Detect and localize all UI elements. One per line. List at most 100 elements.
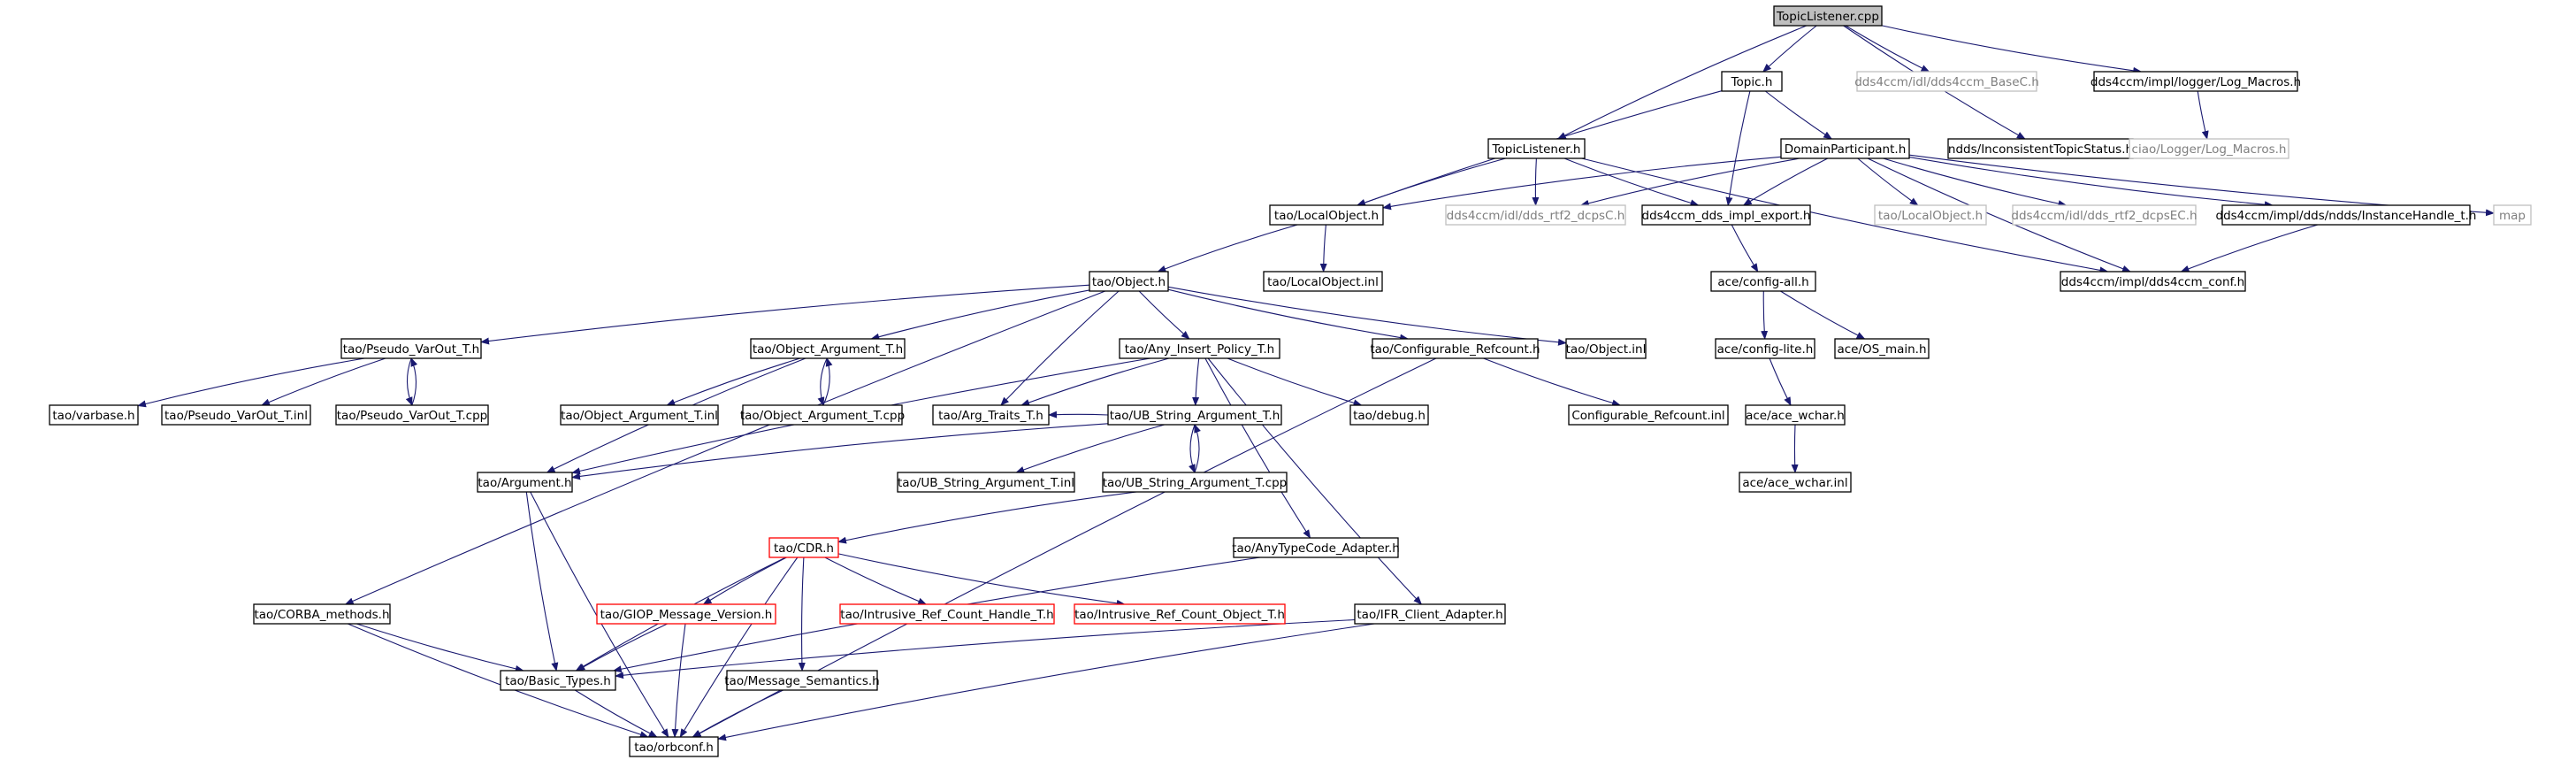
- edge-pseudo_varout_t_cpp-to-pseudo_varout_t_h: [410, 357, 418, 406]
- edge-tao_object_h-to-any_insert_policy_t_h: [1138, 290, 1190, 340]
- edge-domainparticipant_h-to-map: [1908, 154, 2495, 217]
- node-label: tao/Argument.h: [478, 476, 571, 490]
- node-label: tao/varbase.h: [52, 409, 134, 423]
- node-label: tao/Intrusive_Ref_Count_Handle_T.h: [840, 608, 1053, 622]
- node-intrusive-handle-t-h[interactable]: tao/Intrusive_Ref_Count_Handle_T.h: [839, 603, 1055, 625]
- node-label: dds4ccm/impl/dds4ccm_conf.h: [2061, 275, 2244, 289]
- node-label: tao/Object_Argument_T.cpp: [740, 409, 905, 423]
- node-object-argument-t-h[interactable]: tao/Object_Argument_T.h: [750, 338, 906, 359]
- edge-tao_localobject_h-to-tao_localobject_inl: [1319, 224, 1327, 273]
- node-box: [1856, 71, 2037, 92]
- node-object-argument-t-cpp[interactable]: tao/Object_Argument_T.cpp: [740, 404, 905, 426]
- node-box: [1780, 138, 1910, 159]
- node-any-insert-policy-t-h[interactable]: tao/Any_Insert_Policy_T.h: [1119, 338, 1280, 359]
- node-topic-h[interactable]: Topic.h: [1721, 71, 1783, 92]
- node-label: tao/Pseudo_VarOut_T.inl: [164, 409, 308, 423]
- node-inconsistent-h[interactable]: ndds/InconsistentTopicStatus.h: [1947, 138, 2134, 159]
- edge-pseudo_varout_t_h-to-varbase_h: [137, 357, 365, 408]
- edge-topiclistener_h-to-rtf2_dcpsc_h: [1532, 157, 1540, 206]
- node-label: Topic.h: [1731, 75, 1773, 89]
- node-debug-h[interactable]: tao/debug.h: [1349, 404, 1429, 426]
- edge-domainparticipant_h-to-instancehandle_h: [1908, 157, 2274, 209]
- node-label: dds4ccm/impl/logger/Log_Macros.h: [2091, 75, 2301, 89]
- node-ub-string-argument-t-h[interactable]: tao/UB_String_Argument_T.h: [1107, 404, 1282, 426]
- node-ub-string-argument-t-inl[interactable]: tao/UB_String_Argument_T.inl: [897, 472, 1075, 493]
- node-box: [1445, 204, 1626, 226]
- node-box: [1710, 271, 1816, 292]
- edge-topiclistener_h-to-impl_export_h: [1563, 157, 1700, 207]
- node-message-semantics-h[interactable]: tao/Message_Semantics.h: [724, 670, 880, 691]
- node-tao-object-h[interactable]: tao/Object.h: [1089, 271, 1169, 292]
- node-rtf2-dcpsec-h: dds4ccm/idl/dds_rtf2_dcpsEC.h: [2011, 204, 2198, 226]
- node-dds4ccm-conf-h[interactable]: dds4ccm/impl/dds4ccm_conf.h: [2060, 271, 2246, 292]
- edge-topiclistener_cpp-to-basec_h: [1845, 25, 1930, 73]
- edges-layer: [137, 25, 2495, 741]
- edge-topic_h-to-impl_export_h: [1725, 90, 1751, 206]
- node-basec-h: dds4ccm/idl/dds4ccm_BaseC.h: [1854, 71, 2039, 92]
- node-cdr-h[interactable]: tao/CDR.h: [768, 537, 839, 558]
- node-box: [1263, 271, 1383, 292]
- node-os-main-h[interactable]: ace/OS_main.h: [1834, 338, 1930, 359]
- node-basic-types-h[interactable]: tao/Basic_Types.h: [500, 670, 616, 691]
- node-box: [2493, 204, 2532, 226]
- node-label: tao/AnyTypeCode_Adapter.h: [1232, 541, 1400, 556]
- node-pseudo-varout-t-h[interactable]: tao/Pseudo_VarOut_T.h: [340, 338, 482, 359]
- node-box: [1745, 404, 1846, 426]
- node-ace-wchar-inl[interactable]: ace/ace_wchar.inl: [1739, 472, 1852, 493]
- node-box: [750, 338, 906, 359]
- edge-topiclistener_h-to-dds4ccm_conf_h: [1581, 157, 2109, 274]
- node-topiclistener-cpp[interactable]: TopicListener.cpp: [1773, 5, 1883, 27]
- edge-instancehandle_h-to-dds4ccm_conf_h: [2180, 224, 2319, 273]
- edge-tao_object_h-to-pseudo_varout_t_h: [480, 284, 1090, 345]
- node-ace-wchar-h[interactable]: ace/ace_wchar.h: [1745, 404, 1846, 426]
- node-tao-object-inl[interactable]: tao/Object.inl: [1565, 338, 1647, 359]
- node-tao-localobject-inl[interactable]: tao/LocalObject.inl: [1263, 271, 1383, 292]
- node-varbase-h[interactable]: tao/varbase.h: [49, 404, 139, 426]
- node-label: dds4ccm/idl/dds4ccm_BaseC.h: [1854, 75, 2039, 89]
- node-box: [1107, 404, 1282, 426]
- edge-tao_object_h-to-corba_methods_h: [344, 290, 1105, 605]
- node-impl-log-macros-h[interactable]: dds4ccm/impl/logger/Log_Macros.h: [2091, 71, 2301, 92]
- edge-topiclistener_h-to-tao_localobject_h: [1356, 157, 1506, 206]
- node-instancehandle-h[interactable]: dds4ccm/impl/dds/ndds/InstanceHandle_t.h: [2216, 204, 2477, 226]
- node-arg-traits-t-h[interactable]: tao/Arg_Traits_T.h: [932, 404, 1050, 426]
- node-box: [2093, 71, 2298, 92]
- edge-corba_methods_h-to-orbconf_h: [347, 623, 649, 738]
- node-topiclistener-h[interactable]: TopicListener.h: [1487, 138, 1586, 159]
- node-box: [1487, 138, 1586, 159]
- node-label: tao/UB_String_Argument_T.cpp: [1103, 476, 1288, 490]
- node-pseudo-varout-t-inl[interactable]: tao/Pseudo_VarOut_T.inl: [161, 404, 311, 426]
- node-box: [1773, 5, 1883, 27]
- node-configurable-refcount-inl[interactable]: Configurable_Refcount.inl: [1568, 404, 1729, 426]
- node-tao-localobject-h[interactable]: tao/LocalObject.h: [1269, 204, 1384, 226]
- edge-any_insert_policy_t_h-to-debug_h: [1227, 357, 1363, 407]
- node-argument-h[interactable]: tao/Argument.h: [477, 472, 573, 493]
- node-anytypecode-adapter-h[interactable]: tao/AnyTypeCode_Adapter.h: [1232, 537, 1400, 558]
- edge-impl_export_h-to-config_all_h: [1731, 224, 1759, 273]
- edge-cdr_h-to-message_semantics_h: [798, 557, 806, 672]
- node-orbconf-h[interactable]: tao/orbconf.h: [629, 736, 719, 757]
- node-domainparticipant-h[interactable]: DomainParticipant.h: [1780, 138, 1910, 159]
- node-configurable-refcount-h[interactable]: tao/Configurable_Refcount.h: [1370, 338, 1540, 359]
- node-giop-message-version-h[interactable]: tao/GIOP_Message_Version.h: [596, 603, 776, 625]
- node-box: [897, 472, 1075, 493]
- edge-domainparticipant_h-to-rtf2_dcpsc_h: [1579, 157, 1800, 207]
- node-box: [742, 404, 903, 426]
- node-config-lite-h[interactable]: ace/config-lite.h: [1715, 338, 1815, 359]
- node-ifr-client-adapter-h[interactable]: tao/IFR_Client_Adapter.h: [1354, 603, 1506, 625]
- node-box: [1565, 338, 1647, 359]
- edge-ub_string_argument_t_cpp-to-cdr_h: [837, 491, 1137, 544]
- node-ub-string-argument-t-cpp[interactable]: tao/UB_String_Argument_T.cpp: [1102, 472, 1288, 493]
- node-intrusive-object-t-h[interactable]: tao/Intrusive_Ref_Count_Object_T.h: [1074, 603, 1286, 625]
- edge-domainparticipant_h-to-rtf2_dcpsec_h: [1883, 157, 2068, 208]
- node-pseudo-varout-t-cpp[interactable]: tao/Pseudo_VarOut_T.cpp: [335, 404, 489, 426]
- node-corba-methods-h[interactable]: tao/CORBA_methods.h: [253, 603, 391, 625]
- node-label: dds4ccm/idl/dds_rtf2_dcpsEC.h: [2011, 209, 2197, 223]
- edge-object_argument_t_cpp-to-object_argument_t_h: [822, 357, 833, 406]
- edge-ub_string_argument_t_h-to-argument_h: [571, 423, 1109, 480]
- node-impl-export-h[interactable]: dds4ccm_dds_impl_export.h: [1641, 204, 1811, 226]
- node-config-all-h[interactable]: ace/config-all.h: [1710, 271, 1816, 292]
- edge-cdr_h-to-intrusive_object_t_h: [837, 553, 1126, 607]
- edge-topiclistener_cpp-to-topiclistener_h: [1556, 25, 1808, 140]
- node-object-argument-t-inl[interactable]: tao/Object_Argument_T.inl: [560, 404, 719, 426]
